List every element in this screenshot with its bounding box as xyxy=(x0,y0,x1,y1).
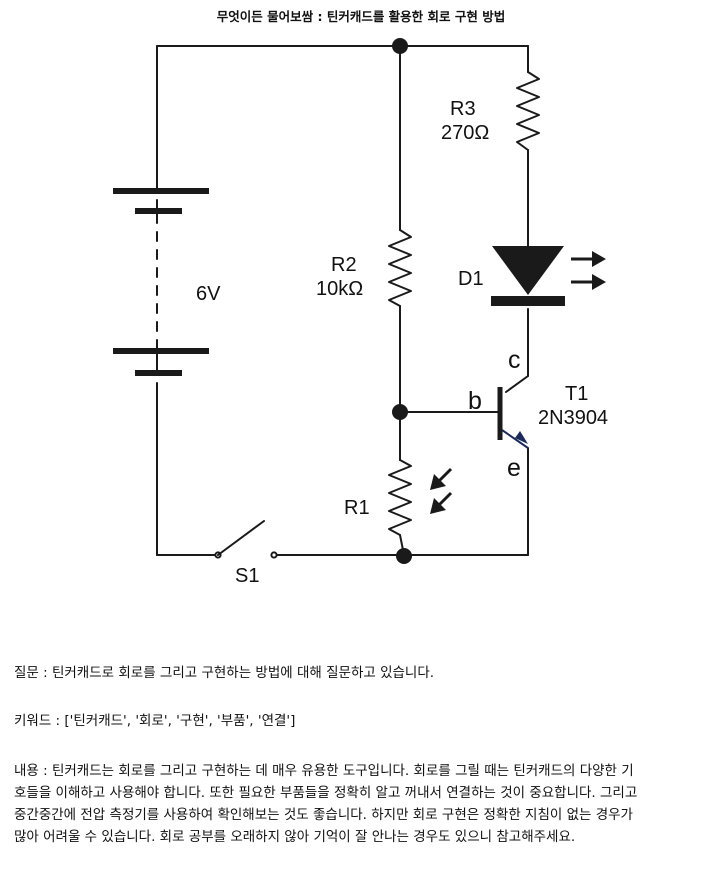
content-paragraph: 내용 : 틴커캐드는 회로를 그리고 구현하는 데 매우 유용한 도구입니다. … xyxy=(14,760,722,848)
junction-top xyxy=(392,38,408,54)
t1-part-label: 2N3904 xyxy=(538,407,608,429)
content-line: 중간중간에 전압 측정기를 사용하여 확인해보는 것도 좋습니다. 하지만 회로… xyxy=(14,807,633,823)
circuit-diagram: 6V R3 270Ω R2 10kΩ D1 R1 S1 T1 2N3904 c … xyxy=(113,38,608,587)
light-arrows-icon xyxy=(430,467,453,514)
switch-lever xyxy=(217,520,265,556)
transistor-emitter xyxy=(501,429,529,449)
content-line: 많아 어려울 수 있습니다. 회로 공부를 오래하지 않아 기억이 잘 안나는 … xyxy=(14,829,576,845)
junction-base xyxy=(392,404,408,420)
resistor-r1 xyxy=(388,459,412,536)
content-line: 내용 : 틴커캐드는 회로를 그리고 구현하는 데 매우 유용한 도구입니다. … xyxy=(14,763,634,779)
base-pin-label: b xyxy=(468,387,482,415)
battery-voltage-label: 6V xyxy=(196,283,221,305)
content-line: 호들을 이해하고 사용해야 합니다. 또한 필요한 부품들을 정확히 알고 꺼내… xyxy=(14,785,638,801)
battery-plate-short-bottom xyxy=(135,370,182,376)
t1-name-label: T1 xyxy=(565,383,588,405)
question-text: 질문 : 틴커캐드로 회로를 그리고 구현하는 방법에 대해 질문하고 있습니다… xyxy=(14,665,435,681)
page-title: 무엇이든 물어보쌈 : 틴커캐드를 활용한 회로 구현 방법 xyxy=(216,9,506,24)
transistor-collector xyxy=(505,375,529,393)
battery-plate-long-bottom xyxy=(113,348,209,354)
battery-plate-long-top xyxy=(113,188,209,194)
led-emission-arrows-icon xyxy=(571,251,606,290)
switch-contact-right xyxy=(270,551,278,559)
junction-bottom xyxy=(396,548,412,564)
led-d1-bar xyxy=(491,296,565,306)
emitter-pin-label: e xyxy=(507,454,521,482)
r3-name-label: R3 xyxy=(450,98,476,120)
resistor-r2 xyxy=(388,229,412,307)
led-d1-triangle xyxy=(492,246,564,295)
s1-name-label: S1 xyxy=(235,565,259,587)
r1-name-label: R1 xyxy=(344,497,370,519)
r2-value-label: 10kΩ xyxy=(316,278,363,300)
d1-name-label: D1 xyxy=(458,268,484,290)
collector-pin-label: c xyxy=(508,346,521,374)
keywords-text: 키워드 : ['틴커캐드', '회로', '구현', '부품', '연결'] xyxy=(14,713,296,729)
r3-value-label: 270Ω xyxy=(441,122,489,144)
r2-name-label: R2 xyxy=(331,254,357,276)
battery-plate-short-top xyxy=(135,208,182,214)
resistor-r3 xyxy=(516,71,540,151)
transistor-emitter-arrow xyxy=(515,431,528,444)
